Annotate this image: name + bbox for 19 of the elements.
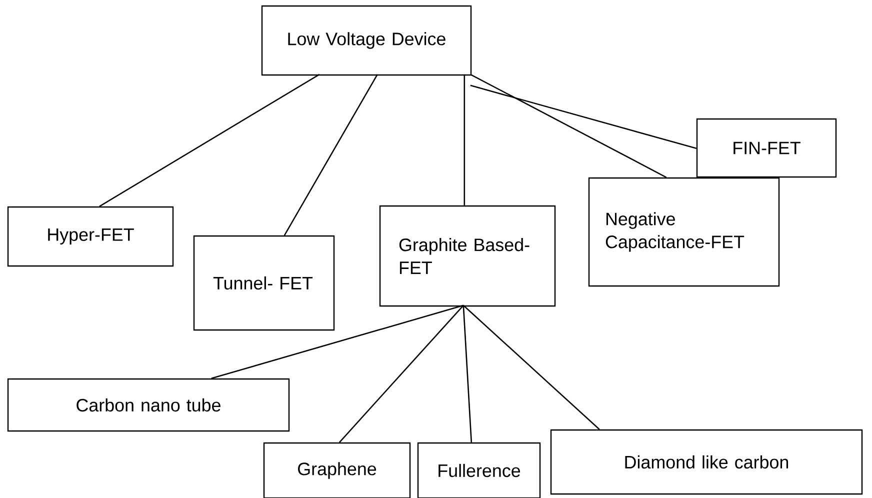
process-box: Tunnel- FET	[193, 235, 335, 331]
process-box: Hyper-FET	[7, 206, 174, 267]
process-box: Diamond like carbon	[550, 429, 863, 495]
connector-line	[462, 305, 472, 442]
process-box: Negative Capacitance-FET	[588, 177, 780, 287]
connector-line	[464, 74, 466, 206]
connector-line	[470, 84, 697, 150]
connector-line	[99, 74, 320, 207]
process-box: Graphene	[263, 442, 411, 498]
process-box: Carbon nano tube	[7, 378, 290, 432]
connector-line	[470, 74, 667, 178]
process-box: FIN-FET	[696, 118, 837, 178]
connector-line	[462, 304, 600, 430]
process-box: Graphite Based-FET	[379, 205, 556, 307]
process-box: Low Voltage Device	[261, 5, 472, 76]
connector-line	[284, 74, 378, 236]
connector-line	[338, 304, 464, 443]
connector-line	[211, 304, 464, 380]
process-box: Fullerence	[417, 442, 541, 498]
